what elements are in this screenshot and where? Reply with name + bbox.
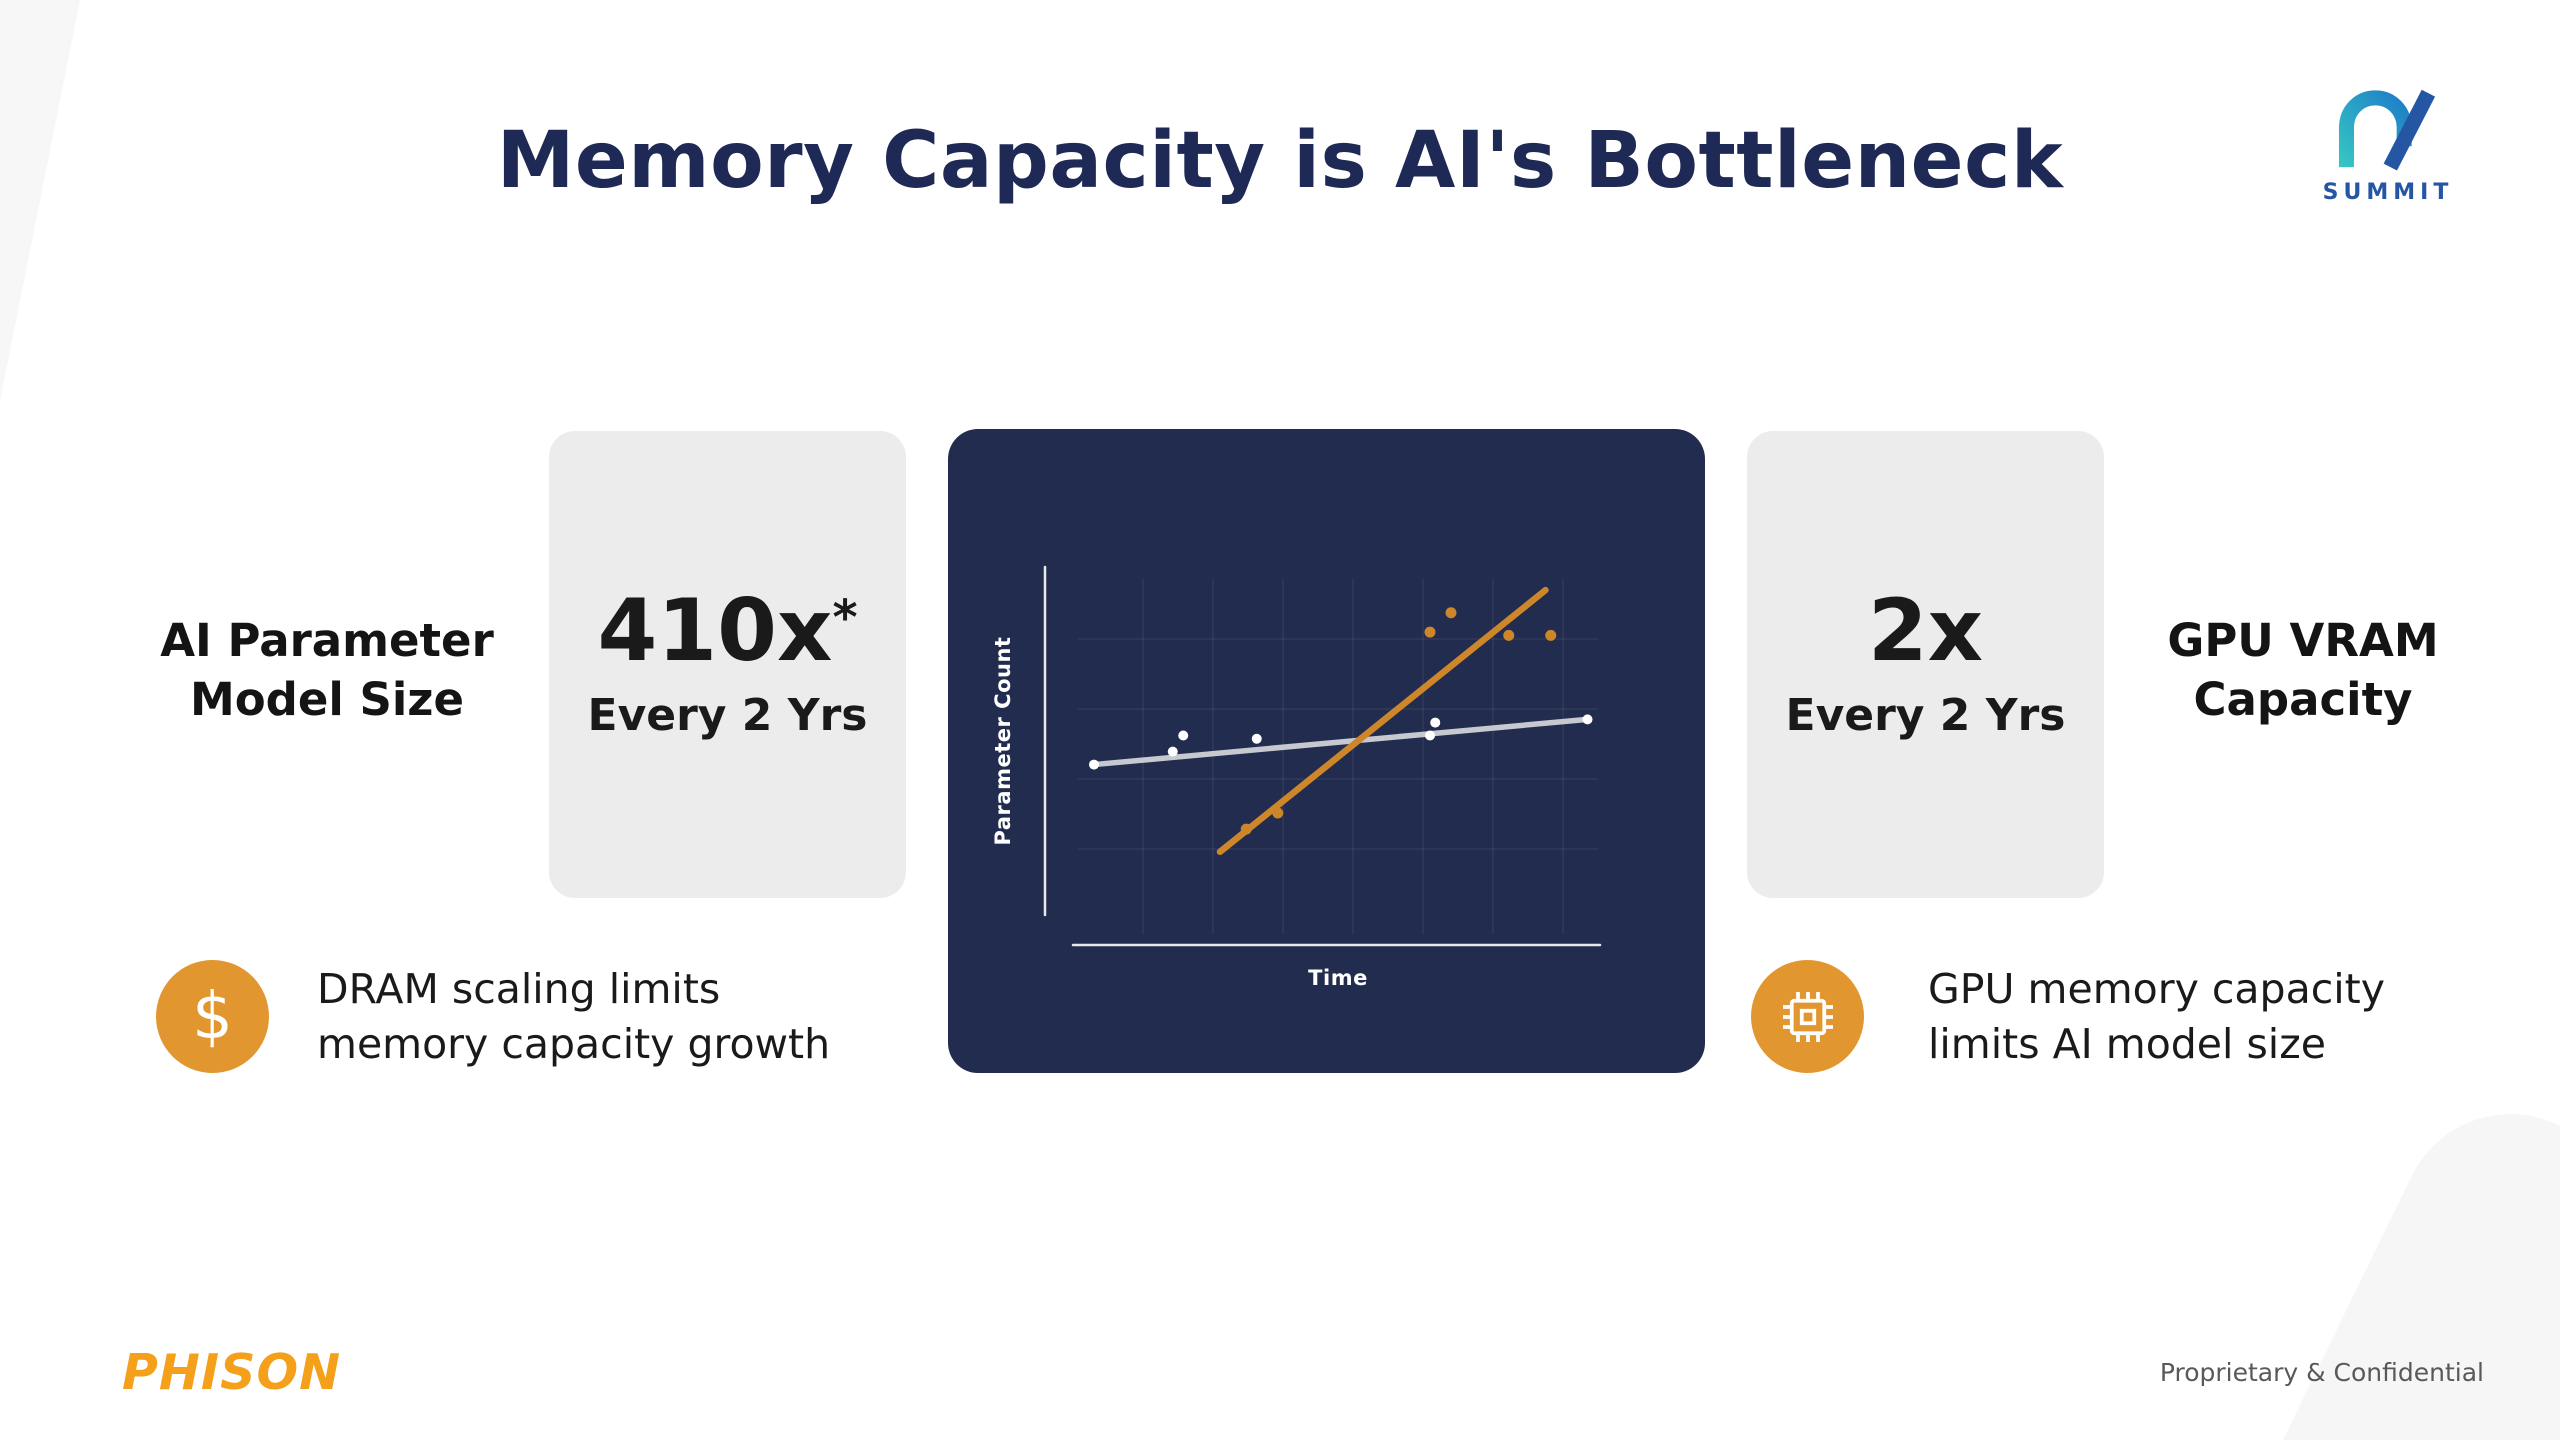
callout-gpu-line1: GPU memory capacity bbox=[1928, 965, 2385, 1014]
chip-icon bbox=[1751, 960, 1864, 1073]
callout-gpu: GPU memory capacity limits AI model size bbox=[1751, 960, 2385, 1073]
y-axis-label: Parameter Count bbox=[991, 637, 1015, 846]
stat-card-vram-growth: 2x Every 2 Yrs bbox=[1747, 431, 2104, 898]
stat-card-ai-growth: 410x* Every 2 Yrs bbox=[549, 431, 906, 898]
right-axis-label: GPU VRAM Capacity bbox=[2106, 612, 2500, 729]
callout-dram-line1: DRAM scaling limits bbox=[317, 965, 721, 1014]
parameter-growth-chart-panel: Parameter Count Time bbox=[948, 429, 1705, 1073]
stat-value-2x: 2x bbox=[1868, 588, 1983, 674]
page-title: Memory Capacity is AI's Bottleneck bbox=[496, 116, 2064, 206]
stat-value-410x: 410x* bbox=[597, 588, 857, 674]
right-label-line2: Capacity bbox=[2193, 672, 2413, 726]
stat-period-left: Every 2 Yrs bbox=[587, 690, 868, 741]
left-axis-label: AI Parameter Model Size bbox=[128, 612, 526, 729]
ai-summit-logo-icon bbox=[2330, 89, 2446, 178]
ai-summit-logo: SUMMIT bbox=[2308, 84, 2468, 205]
stat-value-text: 410x bbox=[597, 581, 833, 681]
parameter-growth-chart: Parameter Count Time bbox=[991, 565, 1602, 990]
stat-asterisk: * bbox=[832, 590, 858, 646]
callout-dram-text: DRAM scaling limits memory capacity grow… bbox=[317, 962, 830, 1070]
x-axis-label: Time bbox=[1308, 966, 1368, 990]
callout-dram-line2: memory capacity growth bbox=[317, 1019, 831, 1068]
stat-period-right: Every 2 Yrs bbox=[1785, 690, 2066, 741]
callout-gpu-text: GPU memory capacity limits AI model size bbox=[1928, 962, 2385, 1070]
background-swoosh-left bbox=[0, 0, 88, 1440]
chart-grid bbox=[1078, 579, 1598, 934]
callout-dram: $ DRAM scaling limits memory capacity gr… bbox=[156, 960, 830, 1073]
left-label-line1: AI Parameter bbox=[160, 614, 494, 667]
ai-summit-logo-label: SUMMIT bbox=[2322, 180, 2454, 205]
phison-logo: PHISON bbox=[122, 1344, 342, 1401]
left-label-line2: Model Size bbox=[189, 672, 465, 726]
callout-gpu-line2: limits AI model size bbox=[1928, 1019, 2326, 1068]
right-label-line1: GPU VRAM bbox=[2167, 614, 2439, 667]
chart-series-layer bbox=[1089, 586, 1593, 856]
chart-axes bbox=[1043, 565, 1602, 947]
stat-value-text: 2x bbox=[1867, 581, 1984, 681]
dollar-icon: $ bbox=[156, 960, 269, 1073]
confidentiality-note: Proprietary & Confidential bbox=[2159, 1358, 2484, 1387]
